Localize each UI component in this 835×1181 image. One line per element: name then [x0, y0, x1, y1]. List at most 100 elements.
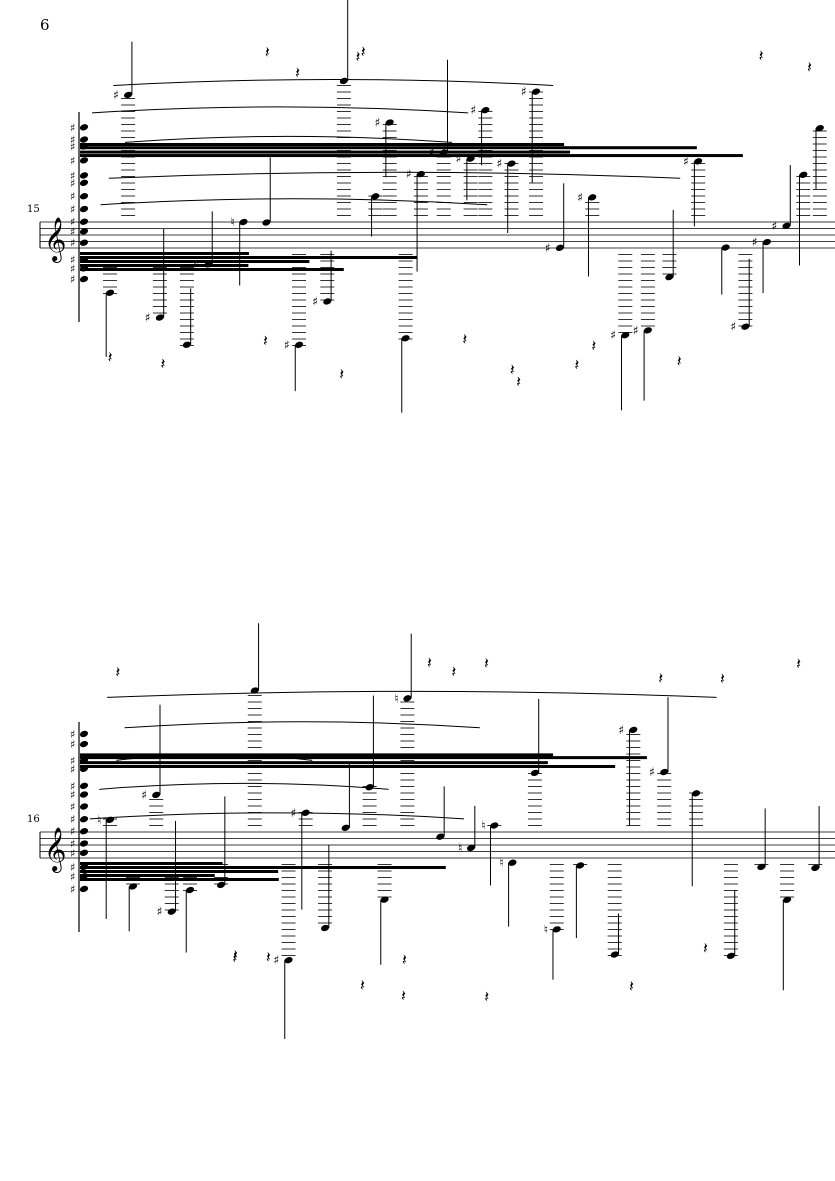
- beam: [80, 862, 223, 865]
- quarter-rest-icon: 𝄽: [510, 360, 515, 379]
- notehead-icon: [294, 341, 304, 348]
- quarter-rest-icon: 𝄽: [115, 662, 120, 681]
- quarter-rest-icon: 𝄽: [462, 330, 467, 349]
- notehead-icon: [320, 924, 330, 932]
- notehead-icon: [262, 219, 271, 226]
- beam: [80, 870, 279, 873]
- sharp-icon: ♯: [70, 738, 75, 751]
- sharp-icon: ♯: [70, 800, 75, 813]
- sharp-icon: ♯: [193, 257, 199, 271]
- slur: [116, 753, 313, 761]
- quarter-rest-icon: 𝄽: [356, 47, 361, 66]
- notehead-icon: [124, 91, 133, 99]
- sharp-icon: ♯: [70, 177, 75, 190]
- notehead-icon: [508, 859, 517, 866]
- quarter-rest-icon: 𝄽: [160, 354, 165, 373]
- sharp-icon: ♯: [496, 157, 502, 171]
- beam: [80, 756, 647, 760]
- quarter-rest-icon: 𝄽: [451, 662, 456, 681]
- slur: [91, 106, 469, 114]
- notehead-icon: [152, 791, 161, 799]
- treble-clef-icon: 𝄞: [44, 217, 66, 263]
- notehead-icon: [380, 896, 389, 903]
- quarter-rest-icon: 𝄽: [401, 986, 406, 1005]
- notehead-icon: [79, 205, 89, 213]
- notehead-icon: [79, 885, 89, 893]
- notehead-icon: [239, 218, 248, 226]
- notehead-icon: [555, 244, 564, 251]
- notehead-icon: [182, 341, 191, 348]
- sharp-icon: ♯: [70, 789, 75, 802]
- beam: [80, 256, 417, 259]
- sharp-icon: ♯: [70, 861, 75, 874]
- sharp-icon: ♯: [545, 241, 551, 255]
- beam: [80, 252, 250, 255]
- sharp-icon: ♯: [70, 254, 75, 267]
- measure-number-16: 16: [27, 814, 40, 825]
- sharp-icon: ♯: [70, 728, 75, 741]
- notehead-icon: [365, 784, 374, 791]
- treble-clef-icon: 𝄞: [44, 827, 66, 873]
- notehead-icon: [341, 824, 350, 831]
- sharp-icon: ♯: [470, 103, 476, 117]
- quarter-rest-icon: 𝄽: [759, 46, 764, 65]
- notehead-icon: [284, 957, 293, 964]
- notehead-icon: [643, 327, 652, 334]
- sharp-icon: ♯: [113, 88, 119, 102]
- slur: [100, 198, 488, 206]
- notehead-icon: [79, 740, 89, 748]
- sharp-icon: ♯: [521, 85, 527, 99]
- system-2: 𝄞♯♯♯♯♯♯♯♯♯♯♯♯♯♯♮♯♯♯♯♮♮♮♮♮♯♯𝄽𝄽𝄽𝄽𝄽𝄽𝄽𝄽𝄽𝄽𝄽𝄽𝄽…: [39, 623, 835, 1040]
- sharp-icon: ♯: [730, 320, 736, 334]
- notehead-icon: [185, 886, 195, 894]
- natural-icon: ♮: [544, 922, 548, 936]
- system-1: 𝄞♯♯♯♯♯♯♯♯♯♯♯♯♯♯♯♯♯♮♯♯♯♯♯♯♯♯♯♯♯♯♯♯♯♯♯𝄽𝄽𝄽𝄽…: [39, 0, 835, 413]
- natural-icon: ♮: [499, 856, 503, 870]
- sharp-icon: ♯: [70, 203, 75, 216]
- sharp-icon: ♯: [406, 167, 412, 181]
- sharp-icon: ♯: [141, 788, 147, 802]
- sharp-icon: ♯: [70, 273, 75, 286]
- sharp-icon: ♯: [771, 219, 777, 233]
- sharp-icon: ♯: [291, 806, 297, 820]
- quarter-rest-icon: 𝄽: [360, 975, 365, 994]
- sharp-icon: ♯: [610, 328, 616, 342]
- notehead-icon: [757, 863, 766, 871]
- notehead-icon: [629, 726, 638, 734]
- sharp-icon: ♯: [577, 190, 583, 204]
- quarter-rest-icon: 𝄽: [233, 946, 238, 965]
- notehead-icon: [621, 332, 630, 339]
- sharp-icon: ♯: [70, 134, 75, 147]
- sharp-icon: ♯: [70, 154, 75, 167]
- sharp-icon: ♯: [375, 115, 381, 129]
- natural-icon: ♮: [230, 215, 234, 229]
- sharp-icon: ♯: [70, 216, 75, 229]
- beam: [80, 142, 565, 146]
- notehead-icon: [250, 687, 259, 694]
- notehead-icon: [128, 883, 138, 890]
- sharp-icon: ♯: [429, 146, 435, 160]
- sharp-icon: ♯: [145, 311, 151, 325]
- sharp-icon: ♯: [284, 338, 290, 352]
- quarter-rest-icon: 𝄽: [295, 63, 300, 82]
- sharp-icon: ♯: [752, 235, 758, 249]
- natural-icon: ♮: [458, 841, 462, 855]
- notehead-icon: [79, 791, 89, 798]
- quarter-rest-icon: 𝄽: [796, 654, 801, 673]
- sharp-icon: ♯: [70, 825, 75, 838]
- notehead-icon: [782, 222, 791, 229]
- quarter-rest-icon: 𝄽: [484, 653, 489, 672]
- notehead-icon: [79, 157, 89, 164]
- beam: [80, 268, 344, 271]
- notehead-icon: [466, 155, 475, 162]
- notehead-icon: [439, 149, 448, 156]
- notehead-icon: [665, 273, 674, 281]
- sharp-icon: ♯: [274, 953, 280, 967]
- notehead-icon: [530, 769, 539, 777]
- notehead-icon: [216, 881, 226, 889]
- notehead-icon: [79, 849, 89, 856]
- notehead-icon: [155, 314, 164, 321]
- slur: [99, 782, 389, 790]
- beam: [80, 753, 554, 757]
